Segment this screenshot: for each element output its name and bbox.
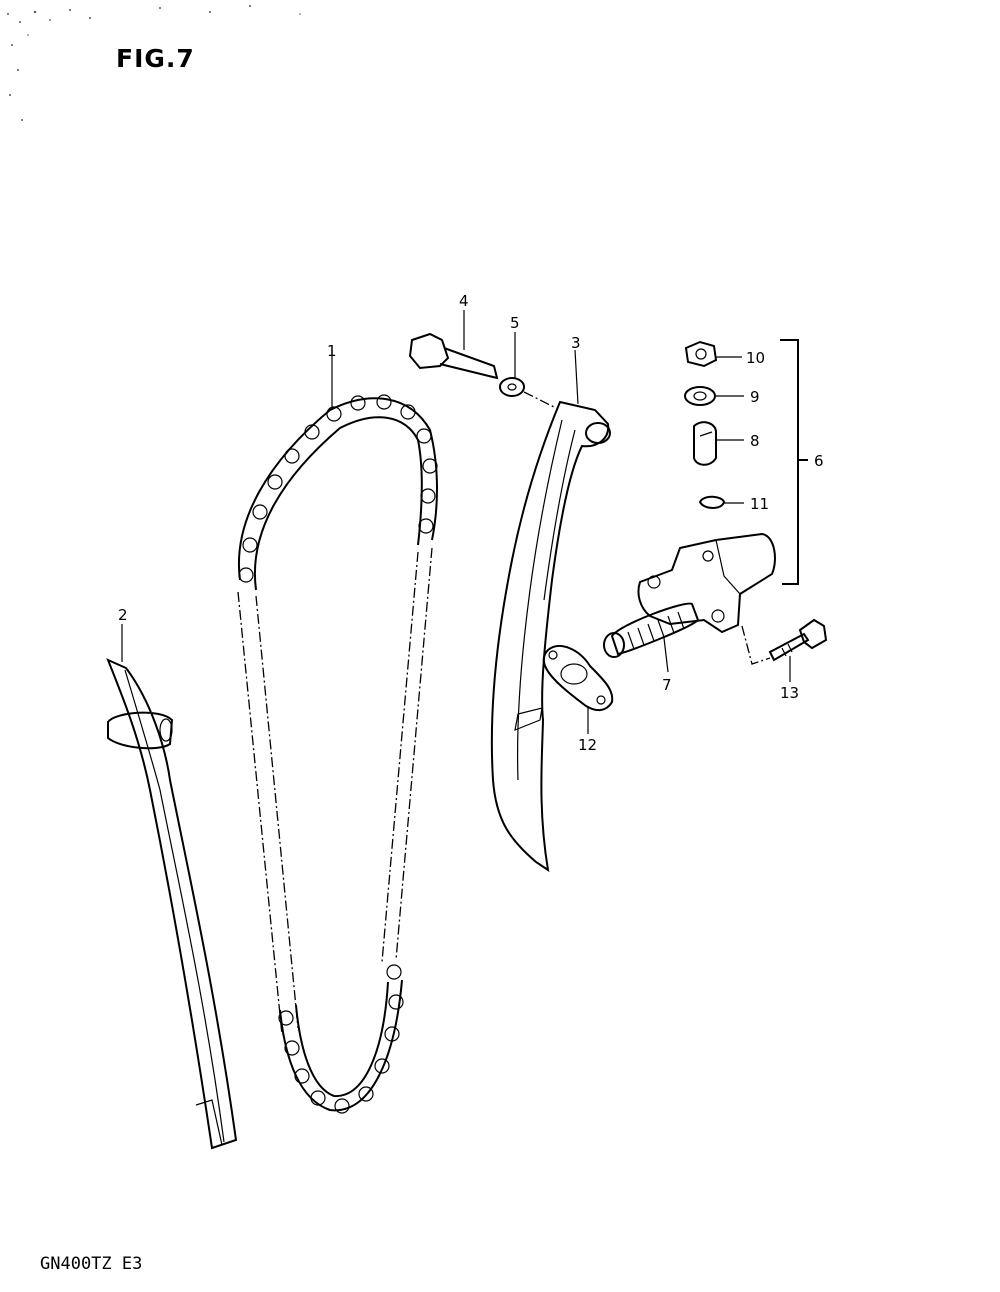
leader-lines <box>121 310 791 734</box>
callout-8: 8 <box>750 432 760 450</box>
bracket-6 <box>780 339 799 585</box>
washer-5 <box>499 377 525 397</box>
washer-5-hole <box>507 383 517 391</box>
model-code: GN400TZ E3 <box>40 1254 143 1274</box>
bolt-13 <box>768 618 828 662</box>
callout-6: 6 <box>814 452 824 470</box>
tensioner-adjuster <box>603 532 776 658</box>
callout-5: 5 <box>510 314 520 332</box>
pin-8 <box>693 421 717 466</box>
bolt-4 <box>408 332 499 380</box>
tensioner-arm <box>490 400 611 873</box>
scan-noise <box>7 5 301 121</box>
assembly-line-5-3 <box>523 391 557 409</box>
nut-10 <box>684 340 718 368</box>
callout-11: 11 <box>750 495 769 513</box>
figure-title: FIG.7 <box>116 44 195 73</box>
shaft-thread <box>627 611 685 650</box>
gasket-12 <box>542 645 614 712</box>
chain-links-upper <box>238 394 438 583</box>
callout-4: 4 <box>459 292 469 310</box>
chain-links-lower <box>278 964 404 1114</box>
callout-3: 3 <box>571 334 581 352</box>
callout-1: 1 <box>327 342 337 360</box>
callout-2: 2 <box>118 606 128 624</box>
callout-12: 12 <box>578 736 597 754</box>
clip-11 <box>698 495 726 509</box>
chain-guide <box>106 658 238 1150</box>
callout-13: 13 <box>780 684 799 702</box>
callout-9: 9 <box>750 388 760 406</box>
cam-chain <box>237 394 438 1114</box>
assembly-line-13 <box>741 625 771 665</box>
callout-10: 10 <box>746 349 765 367</box>
callout-7: 7 <box>662 676 672 694</box>
washer-9 <box>684 386 716 406</box>
